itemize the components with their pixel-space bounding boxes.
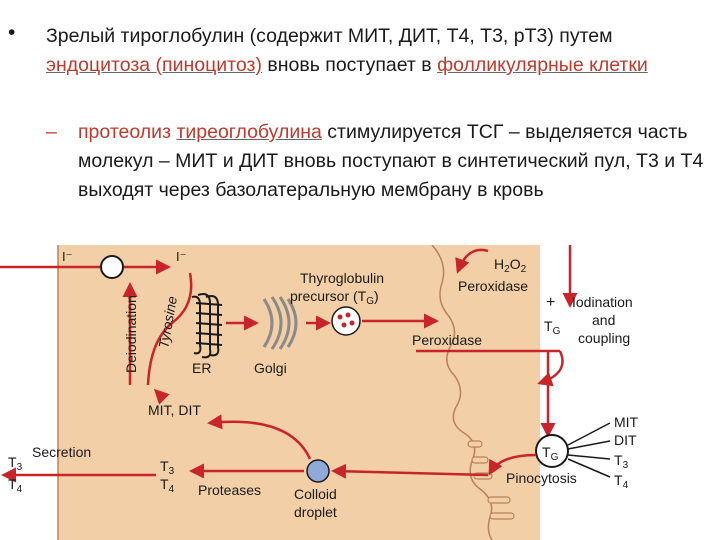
p1-part-a: Зрелый тироглобулин (содержит МИТ, ДИТ, … <box>46 25 613 47</box>
mit-dit-return-arrow <box>207 414 312 460</box>
t4-left-t: T <box>8 476 17 492</box>
right-dit-label: DIT <box>614 432 637 448</box>
iodination-line2: and <box>592 312 615 328</box>
apical-membrane <box>431 245 493 540</box>
p1-follicular-cells: фолликулярные клетки <box>437 54 648 76</box>
iodination-line1: Iodination <box>572 294 633 310</box>
tg-top-label: TG <box>544 318 561 337</box>
right-t4-t: T <box>614 472 623 488</box>
t4-mid-sub: 4 <box>169 484 175 495</box>
p1-endocytosis: эндоцитоза (пиноцитоз) <box>46 54 262 76</box>
p2-part-a: протеолиз <box>78 121 177 143</box>
tyrosine-path <box>146 272 193 386</box>
thyroid-diagram: I⁻ I⁻ Deiodination Tyrosine ER Golgi Thy… <box>0 245 639 540</box>
right-t3-t: T <box>614 452 623 468</box>
deiodination-label: Deiodination <box>123 295 139 373</box>
iodide-outside-label: I⁻ <box>62 249 72 264</box>
colloid-droplet <box>306 459 330 483</box>
tg-precursor-end: ) <box>374 288 379 304</box>
tg-precursor-line1: Thyroglobulin <box>300 270 384 286</box>
right-mit-label: MIT <box>614 414 639 430</box>
plus-sign: + <box>546 294 555 311</box>
peroxidase-curve-arrow <box>537 350 564 387</box>
peroxidase-mid-label: Peroxidase <box>412 332 482 348</box>
mit-dit-label: MIT, DIT <box>148 402 201 418</box>
endocytosis-arrow <box>488 453 537 476</box>
iodination-line3: coupling <box>578 330 630 346</box>
tg-pino-label: TG <box>542 444 559 463</box>
tg-top-t: T <box>544 318 553 334</box>
tg-pino-sub: G <box>551 452 559 463</box>
er-organelle <box>191 293 223 359</box>
t3-mid-label: T3 <box>160 458 175 477</box>
right-t3-sub: 3 <box>623 460 629 471</box>
text-block: • Зрелый тироглобулин (содержит МИТ, ДИТ… <box>0 0 720 245</box>
dash-marker: – <box>46 121 57 143</box>
apical-membrane-fill <box>430 245 490 540</box>
h2o2-arrow <box>455 248 489 274</box>
right-t4-sub: 4 <box>623 480 629 491</box>
right-t3-label: T3 <box>614 452 629 471</box>
h2o2-sub-a: 2 <box>504 264 510 275</box>
t3-left-label: T3 <box>8 454 23 473</box>
paragraph-2: протеолиз тиреоглобулина стимулируется Т… <box>78 118 708 205</box>
t3-mid-t: T <box>160 458 169 474</box>
right-t4-label: T4 <box>614 472 629 491</box>
colloid-label-2: droplet <box>294 504 337 520</box>
droplet-arrow <box>331 463 489 479</box>
tg-pino-t: T <box>542 444 551 460</box>
pinocytosis-label: Pinocytosis <box>506 470 577 486</box>
t4-left-sub: 4 <box>17 484 23 495</box>
mit-dit-up-arrow <box>153 388 170 405</box>
tg-precursor-sub: G <box>366 296 374 307</box>
t3-left-t: T <box>8 454 17 470</box>
tg-top-sub: G <box>553 326 561 337</box>
tg-fan-lines <box>567 422 611 478</box>
t3-mid-sub: 3 <box>169 466 175 477</box>
h2o2-o: O <box>510 256 521 272</box>
er-label: ER <box>192 360 211 376</box>
tg-precursor-text: precursor (T <box>290 288 367 304</box>
proteases-label: Proteases <box>198 482 261 498</box>
iodide-inside-label: I⁻ <box>176 249 186 264</box>
peroxidase-top-label: Peroxidase <box>458 278 528 294</box>
t4-left-label: T4 <box>8 476 23 495</box>
tg-pinocytosis-circle <box>535 434 569 468</box>
t4-mid-label: T4 <box>160 476 175 495</box>
golgi-label: Golgi <box>254 360 287 376</box>
bullet-marker: • <box>8 21 16 44</box>
paragraph-1: Зрелый тироглобулин (содержит МИТ, ДИТ, … <box>46 22 706 80</box>
h2o2-sub-b: 2 <box>521 264 527 275</box>
h2o2-label: H2O2 <box>494 256 527 275</box>
colloid-label-1: Colloid <box>294 486 337 502</box>
golgi-organelle <box>262 296 298 350</box>
p2-part-c: стимулируется ТСГ – выделяется часть мол… <box>78 121 704 201</box>
tg-precursor-vesicle <box>331 306 361 336</box>
t4-mid-t: T <box>160 476 169 492</box>
p2-thyroglobulin: тиреоглобулина <box>176 121 322 143</box>
t3-left-sub: 3 <box>17 462 23 473</box>
tg-precursor-line2: precursor (TG) <box>290 288 379 307</box>
secretion-label: Secretion <box>32 444 91 460</box>
iodide-transporter <box>100 255 124 279</box>
h2o2-h: H <box>494 256 504 272</box>
vesicle-dots <box>337 312 355 328</box>
p1-part-c: вновь поступает в <box>261 54 438 76</box>
